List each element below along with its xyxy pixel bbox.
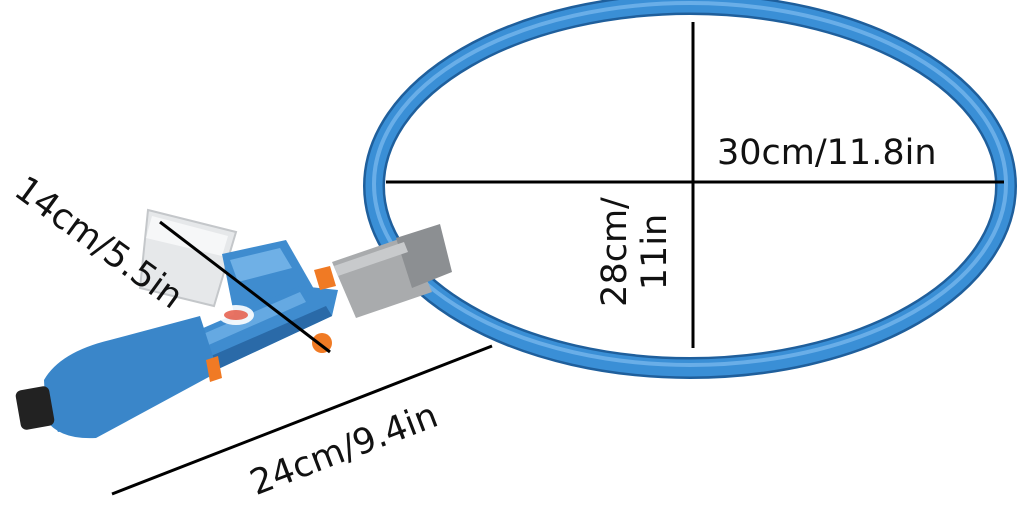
width-label: 30cm/11.8in — [717, 133, 937, 173]
pool-ring — [363, 0, 1017, 379]
dimension-lines — [111, 22, 1004, 496]
end-cap — [15, 386, 55, 430]
length-label: 24cm/9.4in — [245, 396, 443, 504]
height-label-line2: 11in — [635, 214, 675, 290]
ring-collar — [332, 224, 452, 318]
length-label-group: 24cm/9.4in — [245, 396, 443, 504]
height-label: 28cm/ 11in — [595, 197, 675, 307]
height-label-line1: 28cm/ — [595, 197, 635, 307]
orange-clip — [314, 266, 336, 290]
vacuum-handle — [15, 208, 338, 439]
brush-line — [159, 220, 331, 354]
length-line — [111, 344, 493, 496]
